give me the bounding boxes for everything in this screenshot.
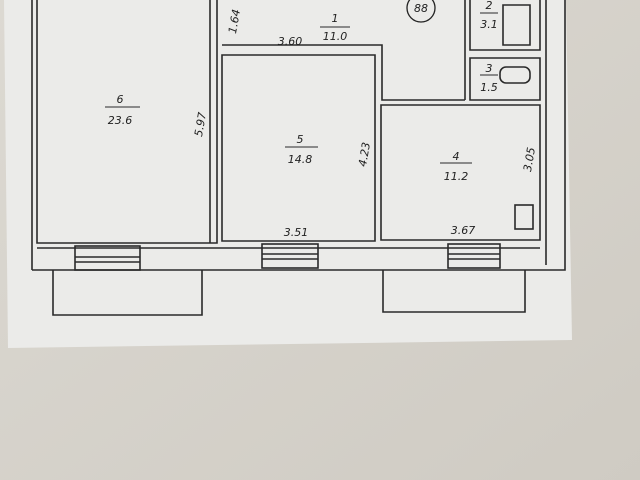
balcony	[52, 270, 203, 316]
bathtub	[502, 4, 531, 46]
dim-corridor-length: 3.60	[278, 35, 303, 48]
balcony	[382, 270, 526, 313]
sheet-number: 88	[414, 2, 428, 15]
toilet-icon	[499, 66, 531, 84]
dim-room4-length: 3.05	[521, 146, 538, 172]
room-1-area: 11.0	[323, 30, 348, 43]
window	[261, 243, 319, 269]
room-4-area: 11.2	[444, 170, 469, 183]
paper-sheet	[4, 0, 572, 348]
dim-room5-length: 4.23	[356, 141, 373, 167]
room-1-number: 1	[332, 12, 339, 25]
dim-room5-width: 3.51	[284, 226, 309, 239]
sheet-number-stamp: 88	[406, 0, 436, 23]
room-5-number: 5	[297, 133, 304, 146]
dim-corridor-width: 1.64	[226, 8, 243, 34]
stove-icon	[514, 204, 534, 230]
dim-room4-width: 3.67	[451, 224, 476, 237]
room-3-number: 3	[486, 62, 493, 75]
window	[447, 243, 501, 269]
room-6-area: 23.6	[108, 114, 133, 127]
room-2-area: 3.1	[480, 18, 498, 31]
room-3-area: 1.5	[480, 81, 498, 94]
dimension-labels: 1.64 3.60 5.97 4.23 3.51 3.05 3.67	[192, 8, 538, 239]
room-2-number: 2	[486, 0, 493, 12]
room-labels: 1 11.0 2 3.1 3 1.5 4 11.2 5 14.8 6 23.6	[108, 0, 498, 183]
room-4-number: 4	[453, 150, 460, 163]
window	[74, 245, 141, 271]
room-6-number: 6	[117, 93, 124, 106]
room-5-area: 14.8	[288, 153, 313, 166]
dim-room6-length: 5.97	[192, 111, 209, 137]
walls	[31, 0, 566, 316]
